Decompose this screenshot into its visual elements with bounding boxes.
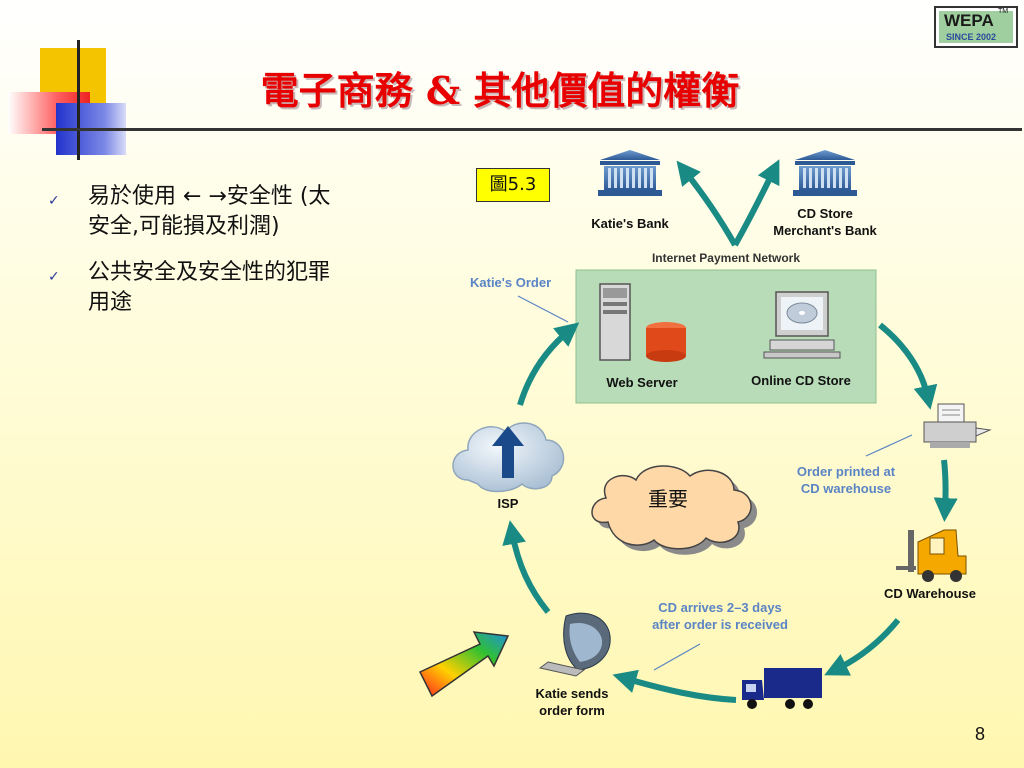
warehouse-label: CD Warehouse [884, 586, 976, 601]
delivery-truck-icon [742, 668, 822, 709]
figure-label: 圖5.3 [476, 168, 550, 202]
cd-arrives-label-1: CD arrives 2–3 days [658, 600, 782, 615]
katies-order-pointer [517, 295, 569, 323]
wepa-logo: WEPA TM SINCE 2002 [934, 6, 1018, 48]
decor-vertical-line [77, 40, 80, 160]
katie-sends-label-2: order form [539, 703, 605, 718]
order-printed-label-2: CD warehouse [801, 481, 891, 496]
logo-background [939, 11, 1013, 43]
logo-since: SINCE 2002 [946, 32, 997, 42]
cd-store-bank-label-1: CD Store [797, 206, 853, 221]
arrow-printer-to-warehouse [933, 459, 958, 522]
bullet-line: 用途 [88, 290, 133, 315]
arrow-to-katies-bank [676, 160, 738, 247]
printer-icon [923, 403, 992, 448]
katies-bank-icon [598, 150, 662, 196]
isp-cloud-icon [452, 422, 565, 493]
bullet-item: ✓ 公共安全及安全性的犯罪 用途 [48, 258, 418, 318]
forklift-icon [896, 529, 967, 582]
important-label: 重要 [648, 487, 688, 511]
cd-store-bank-icon [793, 150, 857, 196]
payment-network-label: Internet Payment Network [652, 251, 800, 265]
web-server-label: Web Server [606, 375, 677, 390]
arrow-warehouse-to-truck [824, 618, 901, 676]
arrow-isp-to-server [517, 322, 580, 406]
logo-name: WEPA [944, 11, 994, 30]
checkmark-icon: ✓ [48, 193, 60, 209]
katies-bank-label: Katie's Bank [591, 216, 669, 231]
arrow-to-merchant-bank [732, 159, 780, 247]
page-number: 8 [975, 724, 986, 744]
online-cd-store-icon [763, 291, 841, 359]
online-cd-store-label: Online CD Store [751, 373, 851, 388]
cd-arrives-pointer [653, 643, 701, 671]
page-title: 電子商務 & 其他價值的權衡 [260, 68, 740, 113]
arrow-katie-to-isp [502, 520, 551, 614]
web-server-icon [599, 283, 686, 362]
isp-label: ISP [498, 496, 519, 511]
katies-computer-icon [538, 612, 611, 677]
katies-order-label: Katie's Order [470, 275, 551, 290]
bullet-item: ✓ 易於使用 ← →安全性 (太 安全,可能損及利潤) [48, 182, 418, 242]
title-underline [42, 128, 1022, 131]
cd-arrives-label-2: after order is received [652, 617, 788, 632]
bullet-list: ✓ 易於使用 ← →安全性 (太 安全,可能損及利潤) ✓ 公共安全及安全性的犯… [48, 182, 418, 334]
arrow-truck-to-katie [612, 669, 737, 703]
bullet-line: 安全,可能損及利潤) [88, 214, 280, 239]
order-printed-pointer [865, 434, 913, 457]
bullet-line: 公共安全及安全性的犯罪 [88, 260, 331, 285]
cd-store-bank-label-2: Merchant's Bank [773, 223, 877, 238]
checkmark-icon: ✓ [48, 269, 60, 285]
pointer-arrow-icon [418, 631, 510, 698]
important-cloud-icon [591, 465, 758, 555]
katie-sends-label-1: Katie sends [536, 686, 609, 701]
arrow-store-to-printer [878, 322, 938, 410]
logo-trademark: TM [998, 8, 1009, 15]
bullet-line: 易於使用 ← →安全性 (太 [88, 184, 331, 209]
order-printed-label-1: Order printed at [797, 464, 896, 479]
